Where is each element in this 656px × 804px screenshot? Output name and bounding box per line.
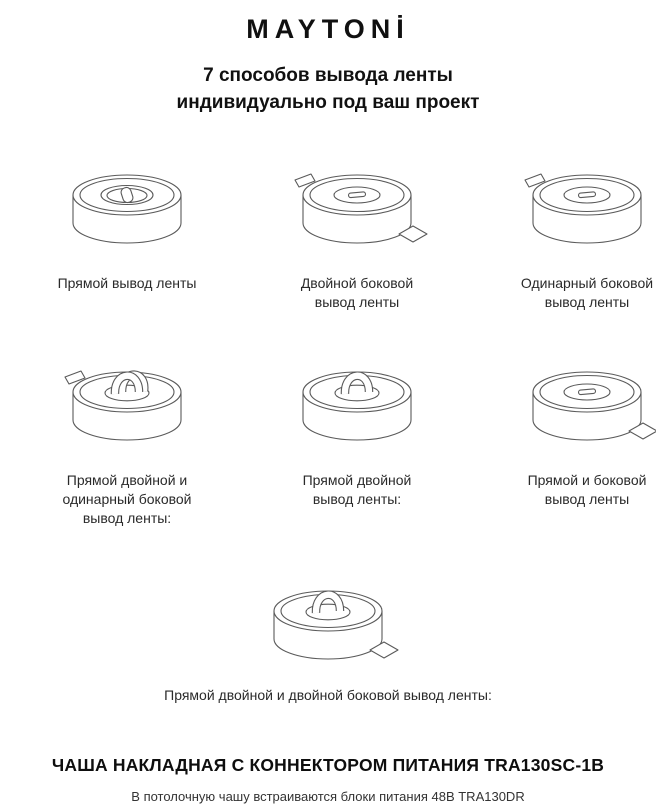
cup-illustration-single-side <box>524 173 642 244</box>
cup-figure-straight-double-single-side: Прямой двойной и одинарный боковой вывод… <box>52 354 202 528</box>
figure-caption: Одинарный боковой вывод ленты <box>520 274 654 310</box>
figure-caption: Прямой двойной вывод ленты: <box>302 471 412 507</box>
figure-caption: Двойной боковой вывод ленты <box>300 274 414 310</box>
figure-caption: Прямой вывод ленты <box>57 274 197 291</box>
title-line-1: 7 способов вывода ленты <box>203 65 453 86</box>
figure-row-3: Прямой двойной и двойной боковой вывод л… <box>0 557 656 721</box>
catalog-page: MAYTONİ 7 способов вывода ленты индивиду… <box>0 14 656 804</box>
maytoni-logo: MAYTONİ <box>246 14 410 44</box>
figure-caption: Прямой и боковой вывод ленты <box>527 471 647 507</box>
product-subtitle: В потолочную чашу встраиваются блоки пит… <box>131 789 525 804</box>
cup-figure-double-side: Двойной боковой вывод ленты <box>282 157 432 312</box>
cup-figure-straight-double: Прямой двойной вывод ленты: <box>282 354 432 528</box>
page-title: 7 способов вывода ленты индивидуально по… <box>0 63 656 117</box>
cup-figure-straight-double-double-side: Прямой двойной и двойной боковой вывод л… <box>164 573 492 705</box>
cup-figure-straight: Прямой вывод ленты <box>52 157 202 312</box>
product-title: ЧАША НАКЛАДНАЯ С КОННЕКТОРОМ ПИТАНИЯ TRA… <box>51 755 605 776</box>
figure-row-2: Прямой двойной и одинарный боковой вывод… <box>0 338 656 544</box>
cup-illustration-double-side <box>294 173 428 244</box>
cup-illustration-straight-double-double-side <box>273 590 399 660</box>
cup-illustration-straight-double <box>302 371 412 441</box>
figure-caption: Прямой двойной и двойной боковой вывод л… <box>164 687 492 704</box>
figure-row-1: Прямой вывод ленты Двойной боковой вывод… <box>0 141 656 328</box>
cup-figure-straight-and-side: Прямой и боковой вывод ленты <box>512 354 656 528</box>
cup-illustration-straight <box>72 174 182 244</box>
cup-illustration-straight-double-single-side <box>64 370 182 441</box>
cup-figure-single-side: Одинарный боковой вывод ленты <box>512 157 656 312</box>
footer: ЧАША НАКЛАДНАЯ С КОННЕКТОРОМ ПИТАНИЯ TRA… <box>0 755 656 804</box>
title-line-2: индивидуально под ваш проект <box>176 91 480 113</box>
figure-caption: Прямой двойной и одинарный боковой вывод… <box>62 471 192 526</box>
cup-illustration-straight-and-side <box>532 371 656 441</box>
